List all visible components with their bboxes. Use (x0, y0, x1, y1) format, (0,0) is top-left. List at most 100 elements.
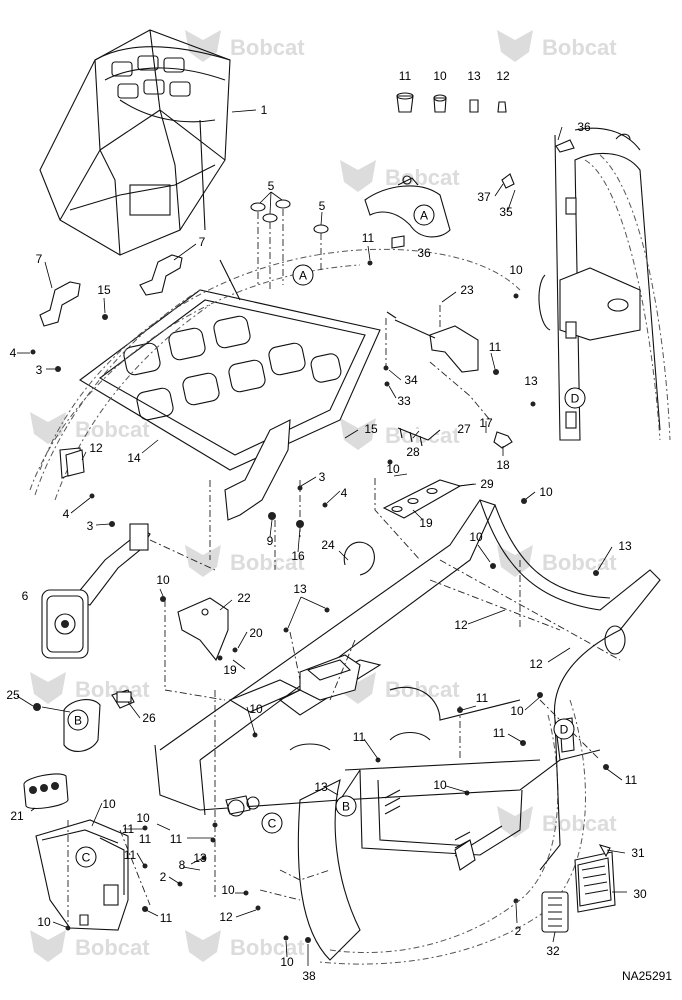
watermark-11: Bobcat (30, 930, 150, 962)
callout-12: 12 (89, 441, 103, 455)
watermark-6: Bobcat (185, 545, 305, 577)
connector-block-32 (541, 891, 569, 933)
watermark-9: Bobcat (340, 672, 460, 704)
callout-10: 10 (221, 883, 235, 897)
callout-25: 25 (6, 688, 20, 702)
watermark-7: Bobcat (497, 545, 617, 577)
callout-numbers: 1 5 5 7 7 15 4 3 11 10 13 12 36 37 35 11… (6, 69, 647, 983)
watermark-text: Bobcat (75, 417, 150, 442)
callout-11: 11 (139, 832, 152, 846)
callout-4: 4 (63, 507, 70, 521)
watermark-text: Bobcat (542, 550, 617, 575)
callout-3: 3 (87, 519, 94, 533)
callout-10: 10 (509, 263, 523, 277)
callout-38: 38 (302, 969, 316, 983)
electrical-box-30 (574, 844, 616, 913)
watermark-text: Bobcat (542, 35, 617, 60)
roof-panel (29, 248, 521, 491)
roof-left-bracket-12 (65, 449, 85, 477)
callout-12: 12 (529, 657, 543, 671)
bobcat-logo-icon (340, 418, 376, 450)
lighting-bracket-27 (385, 305, 513, 449)
watermark-text: Bobcat (385, 165, 460, 190)
tag-d-door: D (564, 387, 586, 409)
callout-3: 3 (319, 470, 326, 484)
bobcat-logo-icon (30, 930, 66, 962)
callout-21: 21 (10, 809, 24, 823)
watermark-text: Bobcat (230, 35, 305, 60)
callout-31: 31 (631, 846, 645, 860)
tag-b-frame: B (335, 795, 357, 817)
callout-11: 11 (353, 730, 366, 744)
callout-10: 10 (102, 797, 116, 811)
top-fittings (396, 92, 507, 113)
callout-20: 20 (249, 626, 263, 640)
bobcat-logo-icon (497, 30, 533, 62)
callout-13: 13 (524, 374, 538, 388)
callout-12: 12 (454, 618, 468, 632)
bobcat-logo-icon (30, 412, 66, 444)
callout-10: 10 (249, 702, 263, 716)
callout-11: 11 (160, 911, 173, 925)
tag-a-roof: A (292, 264, 314, 286)
watermark-text: Bobcat (75, 677, 150, 702)
watermark-text: Bobcat (230, 935, 305, 960)
callout-32: 32 (546, 944, 560, 958)
callout-23: 23 (460, 283, 474, 297)
tag-b-panel: B (67, 709, 89, 731)
cab-assembly-overview (39, 29, 231, 256)
callout-11: 11 (476, 691, 489, 705)
callout-13: 13 (467, 69, 481, 83)
plate-29 (374, 478, 462, 561)
bobcat-logo-icon (497, 545, 533, 577)
callout-9: 9 (267, 534, 274, 548)
bobcat-logo-icon (30, 672, 66, 704)
callout-10: 10 (386, 462, 400, 476)
bobcat-logo-icon (497, 806, 533, 838)
callout-2: 2 (515, 924, 522, 938)
callout-30: 30 (633, 887, 647, 901)
callout-22: 22 (237, 591, 251, 605)
plugs-5 (250, 199, 329, 290)
callout-35: 35 (499, 205, 513, 219)
tag-c-frame: C (261, 812, 283, 834)
callout-11: 11 (124, 848, 137, 862)
callout-11: 11 (362, 231, 375, 245)
callout-15: 15 (364, 422, 378, 436)
callout-1: 1 (261, 103, 268, 117)
callout-36: 36 (417, 246, 431, 260)
svg-text:A: A (299, 269, 307, 283)
detail-tags: A A B B C C D D (67, 204, 586, 868)
callout-19: 19 (223, 663, 237, 677)
svg-text:B: B (342, 800, 350, 814)
svg-text:C: C (268, 817, 277, 831)
svg-text:A: A (420, 209, 428, 223)
watermark-text: Bobcat (230, 550, 305, 575)
callout-11: 11 (493, 726, 506, 740)
callout-33: 33 (397, 394, 411, 408)
callout-8: 8 (179, 858, 186, 872)
callout-24: 24 (321, 538, 335, 552)
callout-12: 12 (219, 910, 233, 924)
svg-text:D: D (560, 723, 569, 737)
rear-pillar-plate (209, 419, 301, 570)
callout-27: 27 (457, 422, 471, 436)
figure-code: NA25291 (622, 969, 672, 983)
tag-a-duct: A (413, 204, 435, 226)
callout-5: 5 (319, 199, 326, 213)
callout-17: 17 (479, 416, 493, 430)
watermark-8: Bobcat (30, 672, 150, 704)
plug-strip-21 (23, 773, 69, 809)
callout-11: 11 (489, 340, 502, 354)
bobcat-logo-icon (185, 30, 221, 62)
callout-11: 11 (122, 822, 135, 836)
callout-10: 10 (37, 915, 51, 929)
hose-clamp-24 (343, 541, 375, 576)
callout-11: 11 (625, 773, 638, 787)
callout-28: 28 (406, 445, 420, 459)
callout-37: 37 (477, 190, 491, 204)
bobcat-logo-icon (185, 930, 221, 962)
callout-10: 10 (469, 530, 483, 544)
callout-11: 11 (170, 832, 183, 846)
bracket-7-upper (139, 254, 183, 296)
